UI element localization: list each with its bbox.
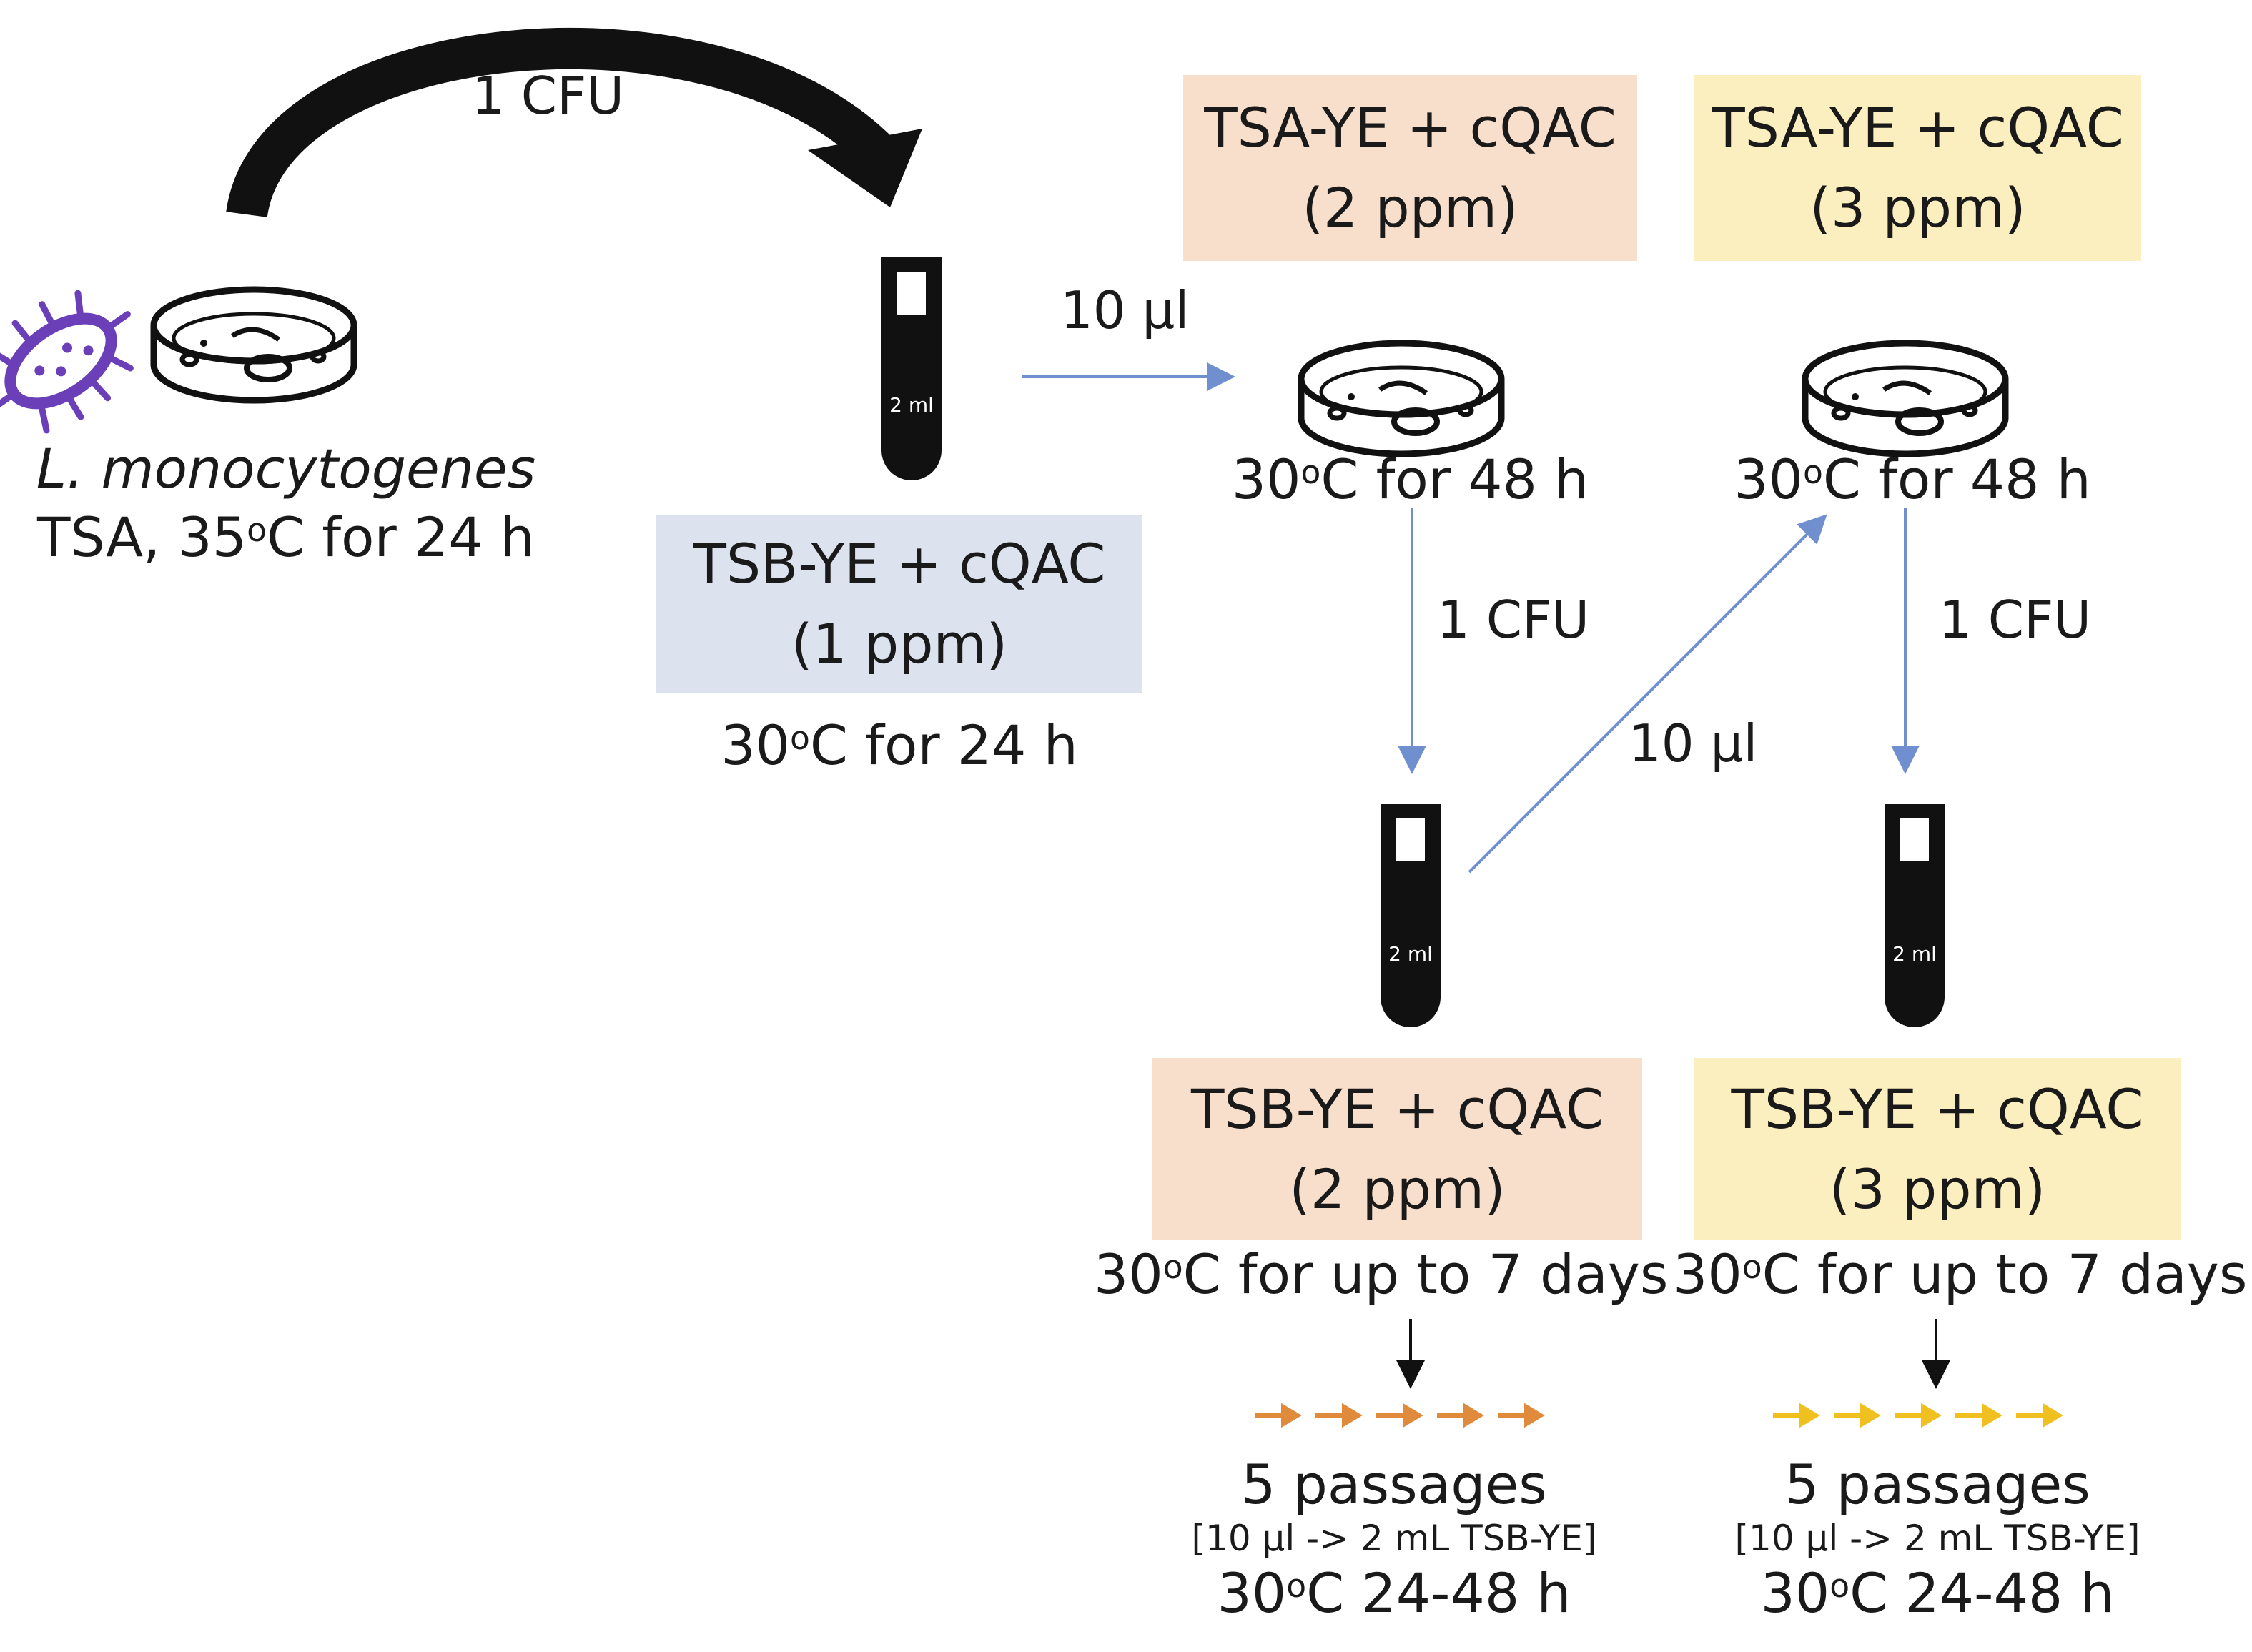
passages-detail: [10 µl -> 2 mL TSB-YE]: [1191, 1518, 1597, 1559]
petri-dish-icon: [1802, 340, 2009, 457]
tube-volume-label: 2 ml: [1388, 942, 1433, 966]
box-line-1: TSB-YE + cQAC: [1731, 1077, 2144, 1141]
box-line-1: TSA-YE + cQAC: [1204, 96, 1616, 159]
box-line-1: TSB-YE + cQAC: [1191, 1077, 1604, 1141]
top-arrow-label: 1 CFU: [472, 66, 625, 126]
broth-3ppm-temp: 30oC for up to 7 days: [1673, 1242, 2248, 1306]
box-line-2: (2 ppm): [1289, 1157, 1506, 1221]
passages-2ppm: 5 passages [10 µl -> 2 mL TSB-YE] 30oC 2…: [1144, 1453, 1644, 1635]
organism-name: L. monocytogenes: [36, 437, 536, 500]
source-caption: L. monocytogenes TSA, 35oC for 24 h: [29, 435, 543, 580]
tsb-1ppm-box: TSB-YE + cQAC (1 ppm): [656, 515, 1142, 693]
box-line-2: (1 ppm): [791, 612, 1008, 676]
down-arrows: [1396, 1319, 1950, 1389]
box-line-2: (3 ppm): [1809, 176, 2026, 239]
tsb-3ppm-box: TSB-YE + cQAC (3 ppm): [1694, 1058, 2181, 1240]
test-tube-icon: [1381, 804, 1441, 1027]
stage1-temp: 30oC for 24 h: [721, 713, 1078, 777]
passage-arrows-yellow: [1773, 1403, 2063, 1428]
tsa-3ppm-box: TSA-YE + cQAC (3 ppm): [1694, 75, 2141, 261]
down-arrow-label: 1 CFU: [1939, 590, 2092, 650]
passages-count: 5 passages: [1784, 1453, 2090, 1516]
tube-volume-label: 2 ml: [1892, 942, 1937, 966]
transfer-label: 10 µl: [1060, 280, 1190, 340]
box-line-2: (3 ppm): [1829, 1157, 2046, 1221]
passage-arrows-orange: [1255, 1403, 1545, 1428]
test-tube-icon: [1885, 804, 1945, 1027]
passages-detail: [10 µl -> 2 mL TSB-YE]: [1734, 1518, 2140, 1559]
source-condition: TSA, 35oC for 24 h: [37, 505, 535, 569]
flow-arrows: [1022, 362, 1920, 874]
down-arrow-label: 1 CFU: [1437, 590, 1590, 650]
passages-temp: 30oC 24-48 h: [1217, 1561, 1571, 1625]
passages-temp: 30oC 24-48 h: [1760, 1561, 2115, 1625]
plate-2ppm-temp: 30oC for 48 h: [1231, 447, 1589, 511]
box-line-1: TSB-YE + cQAC: [693, 532, 1106, 595]
passages-count: 5 passages: [1241, 1453, 1547, 1516]
petri-dish-icon: [1298, 340, 1505, 457]
diagonal-transfer-label: 10 µl: [1629, 713, 1758, 773]
bacterium-icon: [0, 290, 134, 434]
box-line-1: TSA-YE + cQAC: [1712, 96, 2124, 159]
tsa-2ppm-box: TSA-YE + cQAC (2 ppm): [1183, 75, 1637, 261]
petri-dish-icon: [150, 286, 357, 404]
tsb-2ppm-box: TSB-YE + cQAC (2 ppm): [1152, 1058, 1642, 1240]
passages-3ppm: 5 passages [10 µl -> 2 mL TSB-YE] 30oC 2…: [1687, 1453, 2188, 1635]
test-tube-icon: [881, 257, 942, 480]
broth-2ppm-temp: 30oC for up to 7 days: [1094, 1242, 1669, 1306]
curved-arrow-icon: [226, 27, 922, 219]
tube-volume-label: 2 ml: [889, 393, 934, 417]
box-line-2: (2 ppm): [1302, 176, 1518, 239]
plate-3ppm-temp: 30oC for 48 h: [1734, 447, 2091, 511]
